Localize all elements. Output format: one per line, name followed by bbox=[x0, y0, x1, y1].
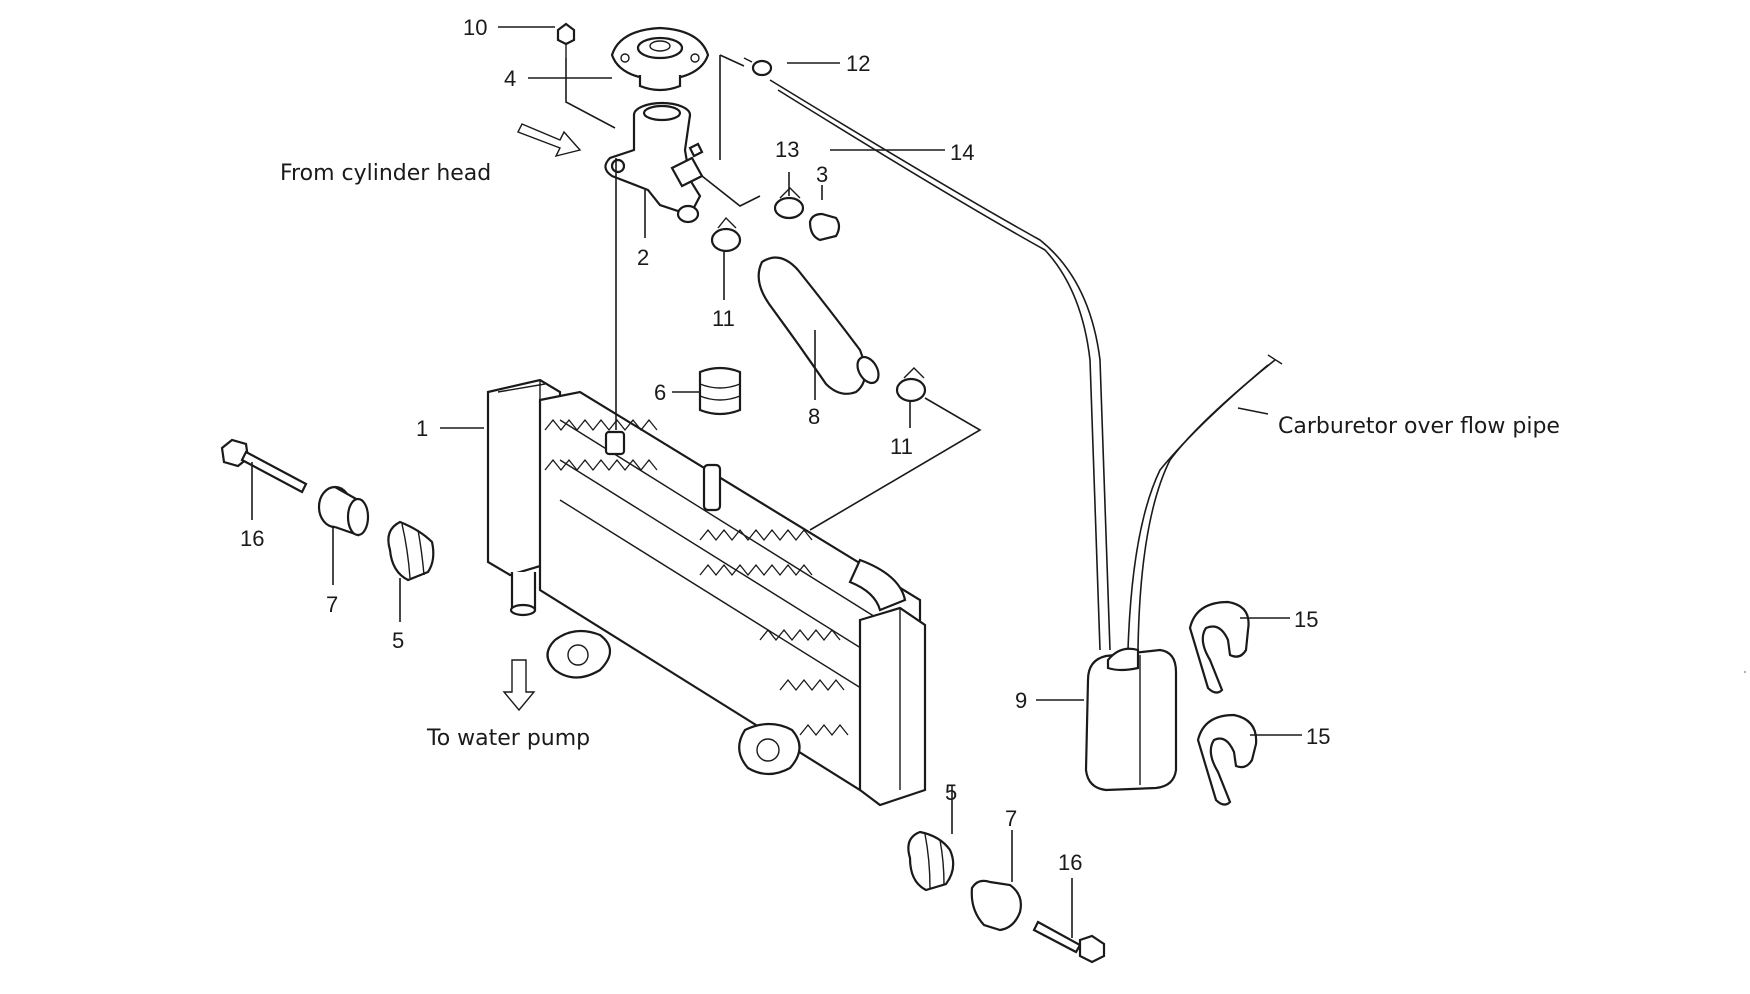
callout-10: 10 bbox=[463, 15, 487, 40]
overflow-pipe-14 bbox=[769, 79, 1111, 651]
callout-2: 2 bbox=[637, 245, 649, 270]
radiator-fins bbox=[544, 418, 849, 737]
clamp-11-upper bbox=[710, 216, 742, 253]
carburetor-overflow-pipe bbox=[1127, 354, 1283, 651]
spring-6 bbox=[698, 366, 742, 416]
clamp-11-lower bbox=[895, 367, 927, 403]
band-15-lower bbox=[1196, 713, 1258, 806]
hose-8 bbox=[757, 256, 880, 395]
collar-7-left bbox=[317, 485, 370, 537]
callout-14: 14 bbox=[950, 140, 974, 165]
scan-speck bbox=[1744, 671, 1746, 673]
grommet-5-left bbox=[387, 520, 435, 582]
callout-6: 6 bbox=[654, 380, 666, 405]
band-15-upper bbox=[1188, 600, 1250, 694]
callout-12: 12 bbox=[846, 51, 870, 76]
callout-11-lower: 11 bbox=[890, 434, 913, 459]
callout-7-right: 7 bbox=[1005, 806, 1017, 831]
callout-11-upper: 11 bbox=[712, 306, 735, 331]
callout-15-upper: 15 bbox=[1294, 607, 1318, 632]
callout-1: 1 bbox=[416, 416, 428, 441]
collar-7-right bbox=[970, 879, 1022, 932]
radiator-core bbox=[486, 378, 927, 807]
callout-8: 8 bbox=[808, 404, 820, 429]
bolt-10 bbox=[556, 22, 576, 58]
caption-to-water-pump: To water pump bbox=[426, 726, 590, 751]
callout-3: 3 bbox=[816, 162, 828, 187]
filler-neck bbox=[604, 101, 704, 224]
caption-carburetor-over-flow-pipe: Carburetor over flow pipe bbox=[1278, 414, 1560, 439]
arrow-to-water-pump bbox=[502, 659, 536, 712]
clip-12 bbox=[743, 57, 773, 77]
radiator-cap bbox=[610, 26, 710, 92]
callout-5-left: 5 bbox=[392, 628, 404, 653]
clamp-13 bbox=[773, 187, 805, 220]
callout-15-lower: 15 bbox=[1306, 724, 1330, 749]
arrow-from-cylinder-head bbox=[517, 123, 582, 158]
callout-13: 13 bbox=[775, 137, 799, 162]
grommet-5-right bbox=[907, 830, 955, 892]
reserve-tank-9 bbox=[1084, 647, 1178, 792]
caption-from-cylinder-head: From cylinder head bbox=[280, 161, 491, 186]
leader-lines bbox=[251, 26, 1302, 938]
callout-9: 9 bbox=[1015, 688, 1027, 713]
callout-16-left: 16 bbox=[240, 526, 264, 551]
callout-7-left: 7 bbox=[326, 592, 338, 617]
callout-16-right: 16 bbox=[1058, 850, 1082, 875]
cap-3 bbox=[808, 212, 841, 242]
bolt-16-right bbox=[1032, 920, 1106, 964]
callout-5-right: 5 bbox=[945, 780, 957, 805]
callout-4: 4 bbox=[504, 66, 516, 91]
bolt-16-left bbox=[220, 438, 308, 494]
